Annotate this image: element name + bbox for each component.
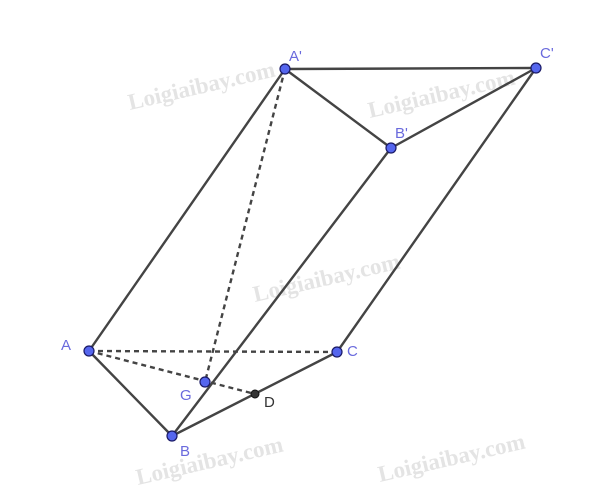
label-B: B <box>180 443 190 460</box>
point-C1 <box>530 62 542 74</box>
edge-AB <box>87 349 174 438</box>
watermark-4: Loigiaibay.com <box>134 432 286 488</box>
points <box>83 62 542 442</box>
point-B <box>166 430 178 442</box>
watermark-3: Loigiaibay.com <box>251 249 403 307</box>
label-G: G <box>180 387 192 404</box>
watermark-5: Loigiaibay.com <box>376 429 528 487</box>
label-B1: B' <box>395 125 408 142</box>
label-C1: C' <box>540 45 554 62</box>
visible-edges <box>87 66 538 438</box>
label-C: C <box>347 343 358 360</box>
hidden-edges <box>88 68 338 396</box>
point-G <box>199 376 211 388</box>
edge-B1C1 <box>389 66 538 150</box>
point-A1 <box>279 63 291 75</box>
label-A: A <box>61 337 71 354</box>
point-A <box>83 345 95 357</box>
edge-CC1 <box>335 66 538 354</box>
edge-A1B1 <box>283 67 393 150</box>
watermark-2: Loigiaibay.com <box>366 65 518 123</box>
labels: A B C D G A' B' C' <box>61 45 554 460</box>
point-D <box>250 389 260 399</box>
edge-AA1 <box>87 67 287 353</box>
label-D: D <box>264 394 275 411</box>
edge-A1G <box>203 68 287 383</box>
point-B1 <box>385 142 397 154</box>
point-C <box>331 346 343 358</box>
watermarks: Loigiaibay.com Loigiaibay.com Loigiaibay… <box>126 57 528 488</box>
edge-BB1 <box>170 146 393 438</box>
label-A1: A' <box>289 48 302 65</box>
edge-A1C1 <box>283 66 538 71</box>
watermark-1: Loigiaibay.com <box>126 57 278 115</box>
edge-AD <box>88 349 256 396</box>
